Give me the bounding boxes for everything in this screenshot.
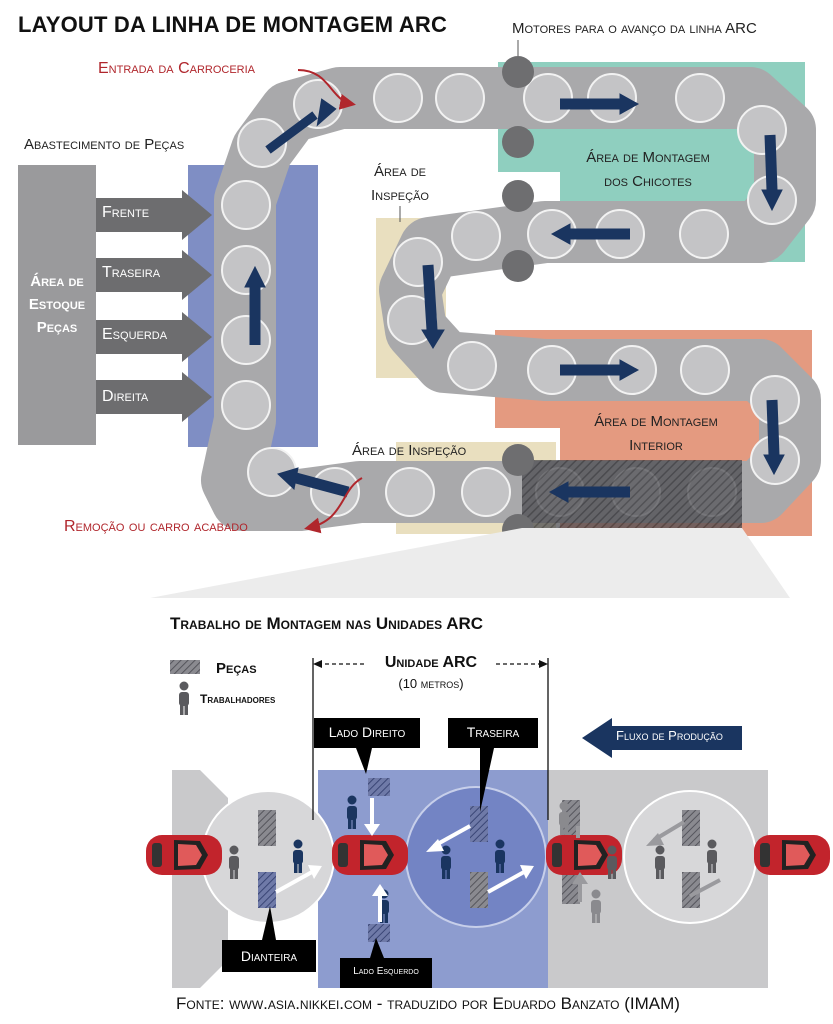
callout-front: Dianteira [240, 948, 298, 964]
supply-arrow-frente: Frente [102, 204, 150, 221]
removal-label: Remoção ou carro acabado [64, 518, 248, 535]
entry-label: Entrada da Carroceria [98, 60, 256, 77]
legend-parts-icon [170, 660, 200, 674]
source-footer: Fonte: www.asia.nikkei.com - traduzido p… [176, 994, 680, 1013]
stock-label-line: Peças [36, 319, 78, 336]
legend-parts-label: Peças [216, 660, 257, 677]
removal-indicator [304, 477, 363, 534]
detail-title: Trabalho de Montagem nas Unidades ARC [170, 614, 484, 633]
callout-boxes [222, 718, 538, 988]
interior-line: Área de Montagem [594, 413, 718, 430]
harness-label: Área de Montagem dos Chicotes [548, 146, 748, 194]
unit-label: Unidade ARC [384, 654, 478, 671]
flow-arrows [244, 93, 785, 503]
stock-label-line: Estoque [28, 296, 86, 313]
supply-arrow-direita: Direita [102, 388, 149, 405]
stock-label: Área de Estoque Peças [18, 270, 96, 339]
inspection-1-line: Inspeção [371, 187, 429, 204]
production-flow-label: Fluxo de Produção [616, 728, 723, 743]
supply-arrow-shapes [96, 190, 212, 422]
interior-label: Área de Montagem Interior [556, 410, 756, 458]
supply-label: Abastecimento de Peças [24, 136, 185, 153]
inspection-1-line: Área de [373, 163, 427, 180]
supply-arrow-esquerda: Esquerda [102, 326, 168, 343]
parts [258, 778, 700, 942]
unit-dimension [312, 658, 549, 820]
legend-worker-icon [179, 681, 189, 715]
car-center [332, 835, 408, 875]
harness-line: dos Chicotes [604, 173, 692, 190]
detail-projection [150, 528, 790, 598]
callout-right-side: Lado Direito [328, 724, 406, 740]
layout-diagram [18, 40, 821, 598]
car-left [146, 835, 222, 875]
production-flow-arrow [582, 718, 742, 758]
supply-arrow-traseira: Traseira [102, 264, 161, 281]
callout-rear: Traseira [466, 724, 520, 740]
unit-sublabel: (10 metros) [398, 676, 464, 691]
stock-area [18, 165, 96, 445]
detail-diagram [146, 658, 830, 988]
legend-workers-label: Trabalhadores [200, 692, 276, 706]
entry-indicator [297, 69, 356, 110]
motors-label: Motores para o avanço da linha ARC [512, 20, 757, 37]
harness-line: Área de Montagem [586, 149, 710, 166]
transfer-arrows-grey [572, 820, 721, 902]
page-title: LAYOUT DA LINHA DE MONTAGEM ARC [18, 12, 448, 37]
inspection-1-label: Área de Inspeção [352, 160, 448, 208]
inspection-2-label: Área de Inspeção [352, 442, 467, 459]
callout-left-side: Lado Esquerdo [353, 966, 419, 977]
interior-line: Interior [629, 437, 683, 454]
stock-label-line: Área de [30, 273, 84, 290]
transfer-arrows [275, 798, 534, 922]
